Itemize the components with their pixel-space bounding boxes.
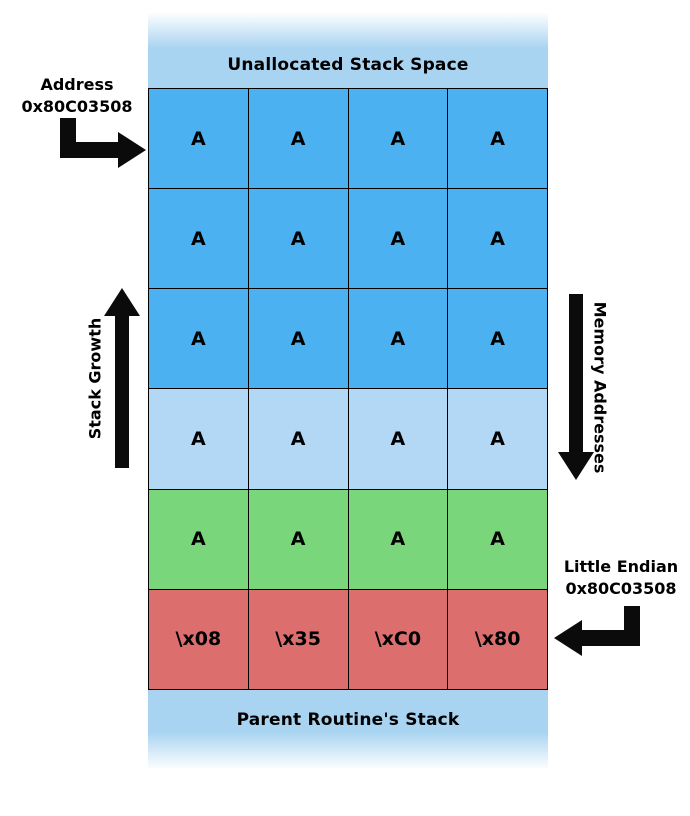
stack-cell: A [149, 289, 248, 389]
stack-cell: A [149, 389, 248, 489]
stack-cell: A [149, 89, 248, 189]
parent-stack-label: Parent Routine's Stack [236, 710, 460, 730]
stack-cell: A [448, 289, 547, 389]
little-endian-arrow-icon [552, 606, 640, 656]
address-arrow-icon [60, 118, 148, 168]
stack-cell: A [348, 489, 448, 589]
stack-cell: A [348, 289, 448, 389]
memory-addresses-arrow-icon [558, 294, 594, 480]
stack-column: Unallocated Stack Space A A A A A A A A … [148, 8, 548, 776]
stack-growth-label: Stack Growth [85, 317, 105, 439]
stack-cell: \x35 [248, 589, 348, 689]
stack-growth-arrow-icon [104, 288, 140, 468]
little-endian-label-line2: 0x80C03508 [565, 578, 677, 598]
stack-cell: A [348, 189, 448, 289]
stack-cell: \x80 [448, 589, 547, 689]
stack-cell: A [348, 389, 448, 489]
stack-cell: A [448, 189, 547, 289]
stack-cell: A [248, 489, 348, 589]
unallocated-label: Unallocated Stack Space [227, 55, 469, 75]
stack-cell: A [448, 489, 547, 589]
parent-stack-band: Parent Routine's Stack [148, 690, 548, 776]
stack-cell: A [248, 389, 348, 489]
memory-addresses-label: Memory Addresses [590, 301, 610, 473]
unallocated-band: Unallocated Stack Space [148, 8, 548, 88]
address-label: Address 0x80C03508 [6, 74, 148, 117]
stack-cell: \x08 [149, 589, 248, 689]
stack-cell: A [248, 89, 348, 189]
address-label-line2: 0x80C03508 [21, 96, 133, 116]
address-label-line1: Address [40, 75, 114, 94]
stack-cell: A [448, 89, 547, 189]
stack-cell: A [248, 189, 348, 289]
stack-cell: A [248, 289, 348, 389]
little-endian-label-line1: Little Endian [563, 557, 679, 576]
stack-cell: A [149, 189, 248, 289]
little-endian-label: Little Endian 0x80C03508 [550, 556, 690, 599]
stack-cell: \xC0 [348, 589, 448, 689]
stack-cell: A [149, 489, 248, 589]
stack-cell: A [448, 389, 547, 489]
stack-grid: A A A A A A A A A A A A A A A A A A A A … [148, 88, 548, 690]
stack-cell: A [348, 89, 448, 189]
